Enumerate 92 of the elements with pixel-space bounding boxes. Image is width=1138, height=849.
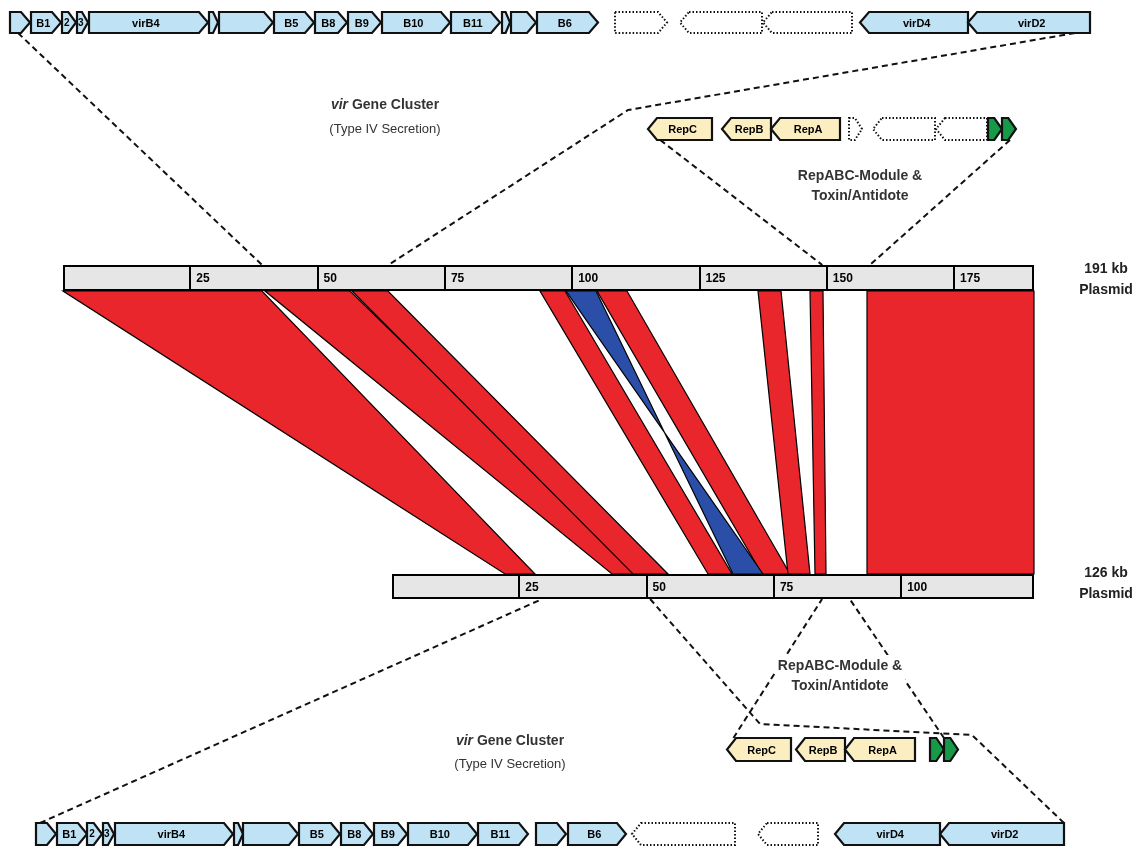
gene-label: RepA: [867, 744, 899, 755]
gene-symbol: [478, 823, 528, 845]
gene-symbol: [727, 738, 791, 761]
gene-label: RepA: [792, 123, 824, 135]
gene-symbol: [845, 738, 915, 761]
gene-symbol: [722, 118, 771, 140]
dashed-zoom-line: [17, 32, 264, 266]
gene-label: B11: [462, 17, 484, 28]
gene-symbol: [511, 12, 536, 33]
gene-symbol: [31, 12, 61, 33]
dotted-gene-outline: [632, 823, 735, 845]
gene-label: B9: [379, 828, 396, 840]
scale-tick-label: 100: [578, 272, 599, 284]
cluster-subtitle: (Type IV Secretion): [328, 120, 442, 138]
gene-label: B10: [428, 828, 451, 840]
gene-label: virB4: [131, 17, 161, 28]
dashed-zoom-line: [649, 598, 1065, 824]
cluster-title: vir Gene Cluster: [329, 95, 441, 114]
gene-symbol: [1002, 118, 1016, 140]
scale-tick-label: 25: [196, 272, 210, 284]
cluster-title: vir Gene Cluster: [454, 731, 566, 750]
gene-symbol: [930, 738, 944, 761]
gene-symbol: [348, 12, 381, 33]
gene-label: virD2: [1016, 17, 1047, 28]
gene-label: B8: [320, 17, 337, 28]
gene-label: B1: [61, 828, 78, 840]
dotted-gene-outline: [758, 823, 818, 845]
dotted-gene-outline: [615, 12, 667, 33]
gene-symbol: [408, 823, 477, 845]
gene-symbol: [341, 823, 373, 845]
plasmid-bar: [392, 574, 1034, 599]
plasmid-size-label: 126 kb Plasmid: [1078, 563, 1134, 603]
gene-symbol: [537, 12, 598, 33]
gene-symbol: [536, 823, 566, 845]
gene-label: B9: [353, 17, 370, 28]
dashed-zoom-line: [732, 598, 824, 739]
gene-label: virD4: [901, 17, 932, 28]
gene-symbol: [944, 738, 958, 761]
gene-symbol: [274, 12, 314, 33]
dashed-zoom-line: [848, 598, 945, 739]
gene-symbol: [299, 823, 340, 845]
dashed-zoom-line: [868, 139, 1011, 266]
gene-symbol: [835, 823, 940, 845]
gene-symbol: [771, 118, 840, 140]
gene-label: virD2: [989, 828, 1020, 840]
gene-label: RepC: [667, 123, 699, 135]
gene-symbol: [968, 12, 1090, 33]
dotted-gene-outline: [680, 12, 762, 33]
gene-label: virB4: [156, 828, 187, 840]
gene-label: B11: [489, 828, 512, 840]
gene-label: RepB: [733, 123, 765, 135]
gene-symbol: [87, 823, 102, 845]
gene-label: B6: [586, 828, 603, 840]
scale-tick-label: 175: [960, 272, 981, 284]
gene-label: virD4: [875, 828, 905, 840]
gene-label: B5: [283, 17, 300, 28]
gene-symbol: [940, 823, 1064, 845]
scale-tick-label: 50: [652, 580, 666, 593]
gene-label: 3: [103, 829, 111, 839]
gene-symbol: [568, 823, 626, 845]
plasmid-bar: [63, 265, 1034, 291]
gene-label: B10: [402, 17, 425, 28]
scale-tick-label: 125: [705, 272, 726, 284]
gene-label: 3: [77, 17, 85, 28]
scale-tick-label: 75: [779, 580, 794, 593]
plasmid-size-label: 191 kb Plasmid: [1078, 259, 1134, 299]
gene-symbol: [796, 738, 845, 761]
gene-symbol: [315, 12, 347, 33]
gene-symbol: [382, 12, 450, 33]
dotted-gene-outline: [849, 118, 862, 140]
gene-symbol: [988, 118, 1002, 140]
scale-tick-label: 100: [907, 580, 928, 593]
scale-tick-label: 25: [525, 580, 539, 593]
dotted-gene-outline: [873, 118, 935, 140]
gene-symbol: [648, 118, 712, 140]
gene-symbol: [860, 12, 968, 33]
gene-label: RepB: [807, 744, 839, 755]
dotted-gene-outline: [763, 12, 852, 33]
gene-label: B8: [346, 828, 363, 840]
scale-tick-label: 75: [450, 272, 465, 284]
cluster-subtitle: (Type IV Secretion): [453, 755, 567, 773]
gene-label: B5: [308, 828, 325, 840]
gene-label: 2: [88, 829, 96, 839]
gene-label: B6: [556, 17, 573, 28]
dotted-gene-outline: [936, 118, 987, 140]
scale-tick-label: 50: [323, 272, 337, 284]
gene-symbol: [57, 823, 87, 845]
gene-label: RepC: [746, 744, 778, 755]
gene-label: B1: [35, 17, 52, 28]
gene-symbol: [374, 823, 407, 845]
scale-tick-label: 150: [832, 272, 853, 284]
gene-label: 2: [62, 17, 71, 28]
